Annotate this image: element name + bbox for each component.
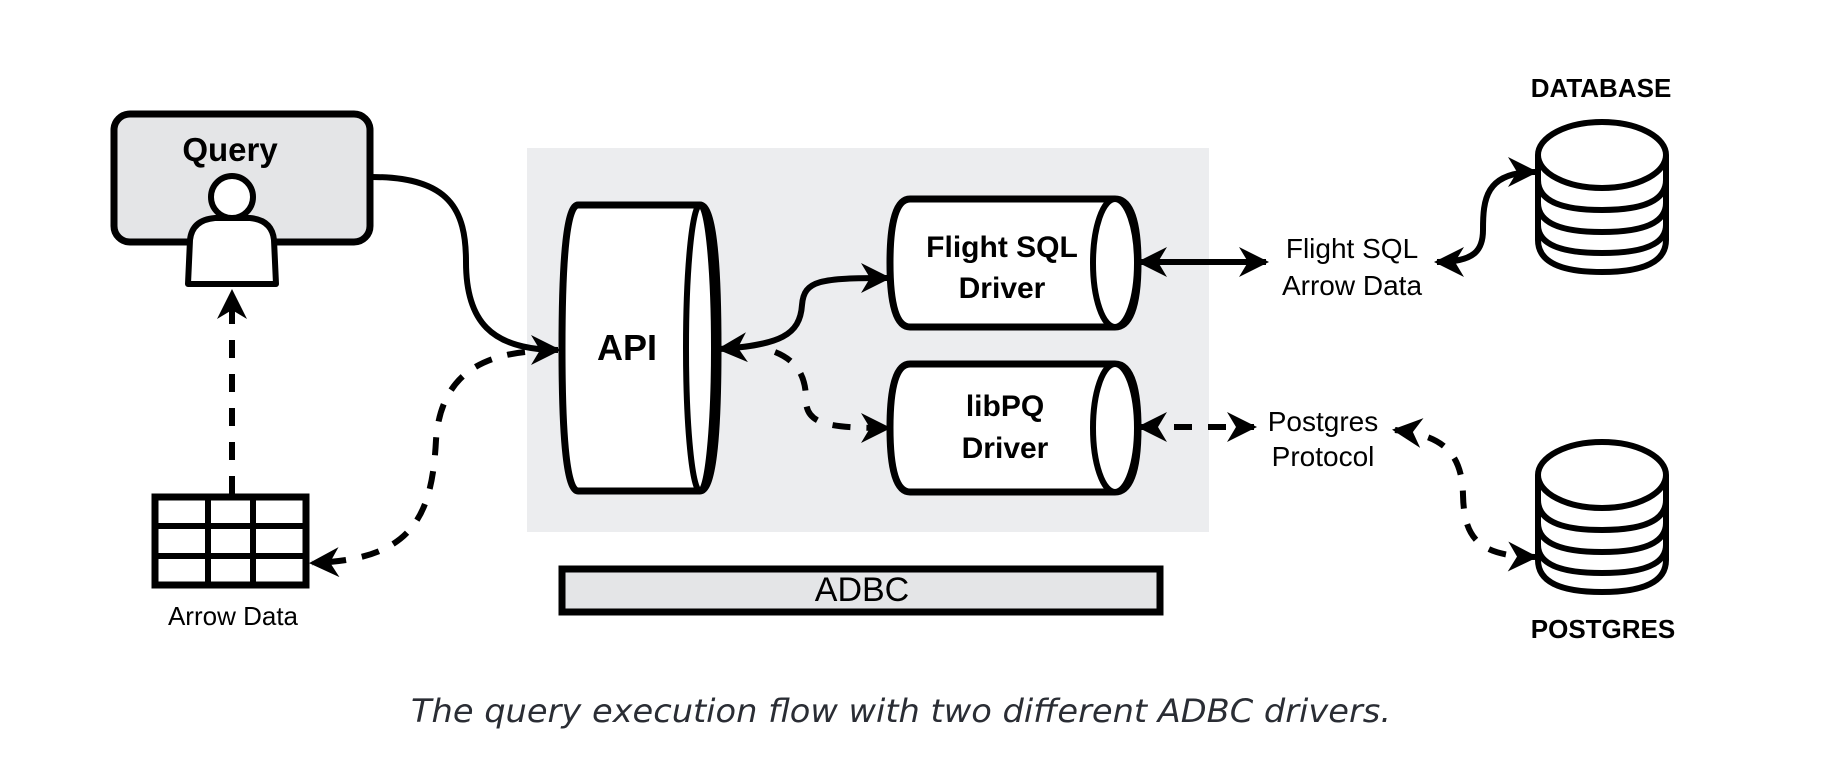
flight-sql-driver-label-line1: Flight SQL [926,231,1078,264]
flight-sql-label-line2: Arrow Data [1282,270,1422,301]
flight-sql-label-line1: Flight SQL [1286,233,1418,264]
query-label: Query [182,131,278,168]
query-node: Query [110,110,374,287]
table-grid-icon [151,493,310,589]
edge-api-to-libpq-driver [773,349,891,443]
flight-sql-driver-node: Flight SQL Driver [886,195,1142,331]
adbc-bar: ADBC [558,565,1164,616]
arrow-data-label: Arrow Data [168,601,299,631]
flight-sql-driver-label-line2: Driver [959,272,1046,305]
postgres-protocol-label-line2: Protocol [1272,441,1375,472]
postgres-node: POSTGRES [1531,439,1675,644]
arrow-data-table: Arrow Data [151,493,310,631]
postgres-protocol-label: Postgres Protocol [1268,406,1379,472]
edge-postgres-protocol-to-postgres [1392,418,1538,572]
api-node: API [558,201,722,495]
libpq-driver-label-line2: Driver [962,432,1049,465]
adbc-bar-label: ADBC [815,571,909,609]
database-icon [1535,119,1669,276]
postgres-protocol-label-line1: Postgres [1268,406,1379,437]
database-icon [1535,439,1669,596]
edge-api-to-table [309,349,526,578]
database-label: DATABASE [1531,73,1672,103]
postgres-label: POSTGRES [1531,614,1675,644]
libpq-driver-node: libPQ Driver [886,360,1142,496]
database-node: DATABASE [1531,73,1672,276]
edge-flight-sql-label-to-database [1434,157,1538,277]
edge-api-to-flight-sql-driver [717,263,891,363]
user-icon [185,173,279,287]
figure-caption: The query execution flow with two differ… [411,692,1391,730]
edge-query-to-api [371,174,561,365]
libpq-driver-label-line1: libPQ [966,390,1044,423]
flight-sql-arrow-data-label: Flight SQL Arrow Data [1282,233,1422,301]
api-label: API [597,327,657,368]
